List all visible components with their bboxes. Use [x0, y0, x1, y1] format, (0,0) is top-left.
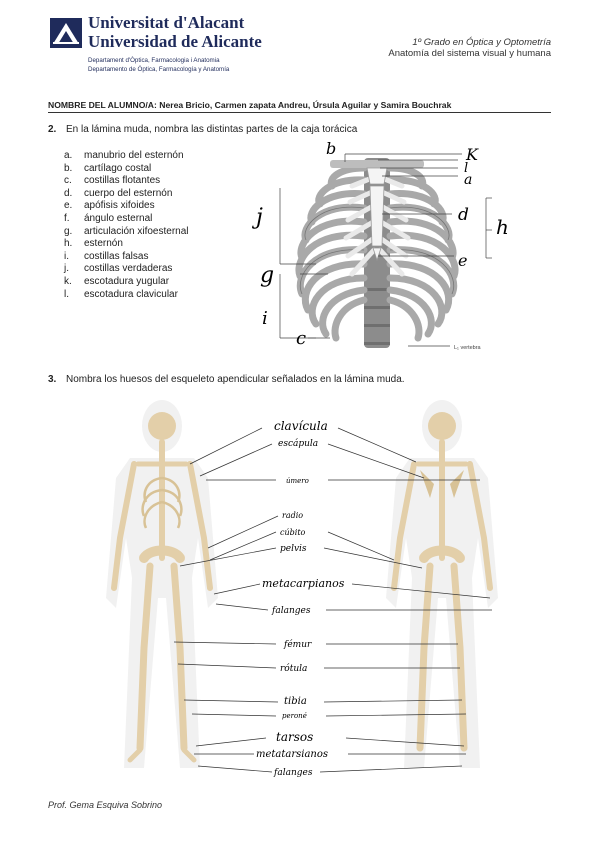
list-item: d.cuerpo del esternón [64, 187, 173, 199]
label-humero: úmero [286, 477, 309, 485]
label-tarsos: tarsos [276, 730, 313, 744]
question-2-number: 2. [48, 124, 57, 135]
hand-label-g: g [260, 263, 274, 288]
hand-label-k: K [465, 145, 479, 164]
university-name-ca: Universitat d'Alacant [88, 13, 245, 32]
ribcage-illustration: b K l a d h j e g i c L₁ vertebra [251, 139, 509, 351]
hand-label-c: c [296, 328, 306, 349]
label-escapula: escápula [278, 438, 318, 449]
ribcage-drawing [295, 158, 459, 348]
label-falanges-mano: falanges [271, 606, 311, 616]
figure-caption: L₁ vertebra [454, 345, 482, 351]
list-item: h.esternón [64, 238, 123, 250]
annotation-lines [279, 153, 492, 347]
label-cubito: cúbito [280, 528, 306, 537]
hand-label-j: j [251, 205, 263, 230]
list-item: j.costillas verdaderas [64, 263, 173, 275]
question-3-text: Nombra los huesos del esqueleto apendicu… [66, 374, 405, 385]
question-3-number: 3. [48, 374, 57, 385]
label-falanges-pie: falanges [273, 768, 313, 778]
course-name: 1º Grado en Óptica y Optometría [412, 37, 551, 48]
question-2-text: En la lámina muda, nombra las distintas … [66, 124, 358, 135]
label-pelvis: pelvis [280, 544, 307, 554]
list-item: e.apófisis xifoides [64, 200, 155, 212]
list-item: g.articulación xifoesternal [64, 225, 189, 237]
bone-labels: clavícula escápula úmero radio cúbito pe… [256, 419, 345, 778]
label-metacarpianos: metacarpianos [262, 577, 345, 590]
department-name-ca: Departament d'Òptica, Farmacologia i Ana… [88, 57, 220, 64]
label-perone: peroné [282, 712, 307, 720]
label-metatarsianos: metatarsianos [256, 749, 328, 760]
hand-label-a: a [464, 172, 472, 188]
list-item: l.escotadura clavicular [64, 288, 178, 300]
hand-label-l: l [464, 161, 468, 176]
ribcage-parts-list: a.manubrio del esternón b.cartílago cost… [64, 150, 189, 301]
leader-lines [173, 427, 492, 773]
label-tibia: tibia [284, 696, 307, 707]
university-name-es: Universidad de Alicante [88, 32, 262, 51]
subject-name: Anatomía del sistema visual y humana [388, 48, 551, 59]
hand-label-b: b [326, 139, 336, 158]
department-name-es: Departamento de Óptica, Farmacología y A… [88, 66, 230, 73]
header-divider [48, 112, 551, 113]
list-item: i.costillas falsas [64, 250, 149, 262]
list-item: k.escotadura yugular [64, 275, 170, 287]
label-radio: radio [282, 511, 303, 520]
hand-label-e: e [458, 251, 467, 270]
footer-professor: Prof. Gema Esquiva Sobrino [48, 800, 163, 810]
skeleton-front [106, 400, 218, 768]
hand-label-h: h [496, 215, 509, 239]
list-item: f.ángulo esternal [64, 212, 153, 224]
label-femur: fémur [283, 639, 312, 650]
list-item: c.costillas flotantes [64, 175, 161, 187]
list-item: a.manubrio del esternón [64, 150, 184, 161]
label-clavicula: clavícula [274, 419, 328, 433]
hand-label-d: d [458, 205, 469, 225]
hand-label-i: i [262, 308, 268, 329]
list-item: b.cartílago costal [64, 162, 152, 174]
student-names: NOMBRE DEL ALUMNO/A: Nerea Bricio, Carme… [48, 100, 452, 110]
skeleton-back [386, 400, 498, 768]
university-logo [50, 18, 82, 48]
label-rotula: rótula [280, 663, 307, 674]
skeleton-illustration: clavícula escápula úmero radio cúbito pe… [106, 400, 498, 778]
